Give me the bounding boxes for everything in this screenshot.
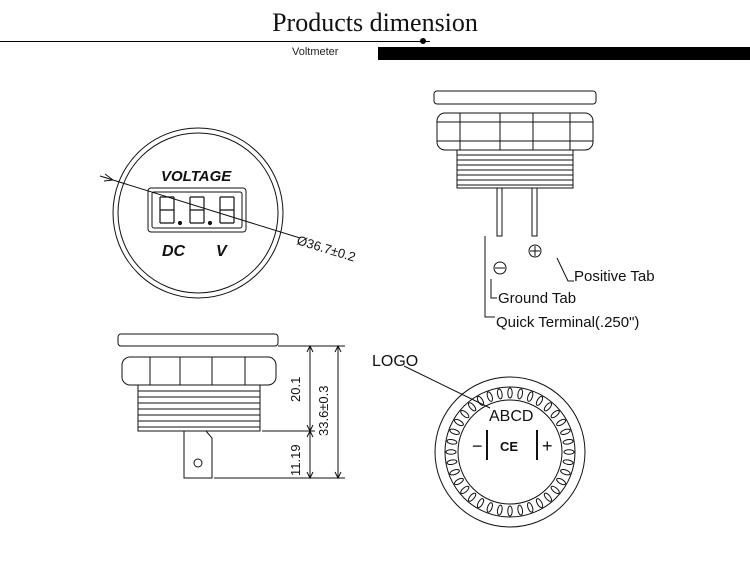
header-bar	[378, 47, 750, 60]
dim-tab-label: 11.19	[288, 444, 303, 476]
logo-leader	[403, 365, 491, 409]
back-tooth	[550, 409, 560, 419]
dim-thread-lines	[138, 390, 260, 428]
back-tooth	[560, 428, 571, 435]
back-tooth	[550, 485, 560, 495]
back-tooth	[543, 492, 553, 502]
back-tooth	[535, 498, 544, 509]
front-view	[99, 127, 301, 299]
plus-sign: +	[542, 436, 553, 456]
dim-flange	[117, 333, 279, 347]
side-thread-lines	[457, 154, 573, 186]
v-label: V	[216, 243, 228, 260]
back-outer-circle	[434, 376, 586, 528]
back-tooth	[507, 387, 513, 399]
display-inner	[151, 191, 243, 229]
positive-symbol	[528, 244, 542, 258]
ce-mark: CE	[500, 439, 518, 454]
title-rule	[0, 41, 430, 42]
page-title: Products dimension	[272, 8, 478, 37]
back-tooth	[527, 502, 534, 513]
positive-tab-label: Positive Tab	[574, 268, 655, 285]
back-tooth	[446, 438, 458, 445]
back-tooth	[446, 459, 458, 466]
back-tooth	[517, 388, 524, 400]
back-tooth	[467, 492, 477, 502]
back-tooth	[449, 469, 460, 476]
back-tooth	[453, 418, 464, 427]
back-tooth	[449, 428, 460, 435]
back-tooth	[527, 391, 534, 402]
front-inner-circle	[117, 132, 279, 294]
diameter-leader-line	[99, 175, 301, 239]
back-view	[403, 365, 586, 528]
quick-terminal-leader	[484, 236, 495, 318]
minus-sign: −	[472, 436, 483, 456]
back-tooth	[453, 477, 464, 486]
back-tooth	[460, 409, 470, 419]
diameter-arrow	[103, 173, 114, 182]
abcd-label: ABCD	[489, 408, 533, 425]
positive-tab-pin	[531, 187, 538, 237]
positive-tab-leader	[556, 257, 574, 282]
back-tooth	[535, 395, 544, 406]
back-tooth	[543, 402, 553, 412]
dim-thread	[137, 384, 261, 432]
ground-symbol	[493, 261, 507, 275]
display-window	[147, 187, 247, 233]
back-tooth	[486, 391, 493, 402]
back-tooth	[467, 402, 477, 412]
back-tooth	[517, 504, 524, 516]
dim-body-label: 20.1	[288, 377, 303, 402]
dim-nut	[121, 356, 277, 386]
back-tooth	[560, 469, 571, 476]
product-subtitle: Voltmeter	[292, 46, 339, 58]
side-view	[433, 90, 597, 318]
side-flange	[433, 90, 597, 105]
back-tooth	[563, 449, 575, 455]
display-digits	[159, 196, 235, 226]
front-outer-circle	[112, 127, 284, 299]
ground-tab-leader	[490, 279, 497, 299]
back-tooth	[556, 418, 567, 427]
back-tooth	[496, 504, 503, 516]
back-tooth	[486, 502, 493, 513]
back-tooth	[496, 388, 503, 400]
back-ring	[444, 386, 576, 518]
side-thread	[456, 149, 574, 189]
back-tooth	[562, 459, 574, 466]
quick-terminal-label: Quick Terminal(.250")	[496, 314, 639, 331]
title-rule-dot	[420, 38, 426, 44]
dim-terminal-tab	[183, 430, 213, 479]
back-tooth	[507, 505, 513, 517]
dim-terminal-hole	[193, 458, 203, 468]
back-tooth	[460, 485, 470, 495]
back-tooth	[445, 449, 457, 455]
ground-tab-pin	[496, 187, 503, 237]
diameter-label: Ø36.7±0.2	[295, 233, 357, 265]
back-teeth	[445, 387, 575, 517]
dc-label: DC	[162, 243, 186, 260]
back-tooth	[562, 438, 574, 445]
logo-label: LOGO	[372, 353, 418, 370]
back-tooth	[476, 498, 485, 509]
back-inner-circle	[457, 399, 563, 505]
dim-total-label: 33.6±0.3	[316, 385, 331, 436]
ground-tab-label: Ground Tab	[498, 290, 576, 307]
back-tooth	[556, 477, 567, 486]
voltage-label: VOLTAGE	[161, 168, 232, 185]
dimension-view	[117, 333, 345, 480]
